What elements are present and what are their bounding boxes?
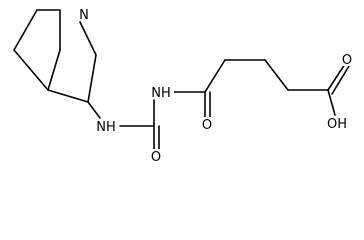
nh-label: NH <box>151 86 171 101</box>
quinuclidine-ring <box>13 9 97 103</box>
oxygen-label: O <box>151 150 161 165</box>
bond <box>264 59 289 91</box>
structure-diagram: N NH NH O O O OH <box>13 7 354 165</box>
bond <box>204 59 226 93</box>
bond <box>79 21 97 56</box>
atom-labels: N NH NH O O O OH <box>77 7 354 165</box>
bond <box>47 49 61 91</box>
bond <box>331 65 350 95</box>
oxygen-label: O <box>202 118 212 133</box>
bond <box>13 9 38 51</box>
nh-label: NH <box>96 120 116 135</box>
hydroxyl-label: OH <box>327 117 347 132</box>
oxygen-label: O <box>342 53 352 68</box>
bond <box>327 89 336 116</box>
side-chain <box>87 59 350 152</box>
bond <box>13 49 49 91</box>
bond <box>327 63 346 91</box>
bond <box>47 89 89 103</box>
nitrogen-label: N <box>79 8 89 23</box>
bond <box>87 101 101 119</box>
bond <box>87 54 97 103</box>
